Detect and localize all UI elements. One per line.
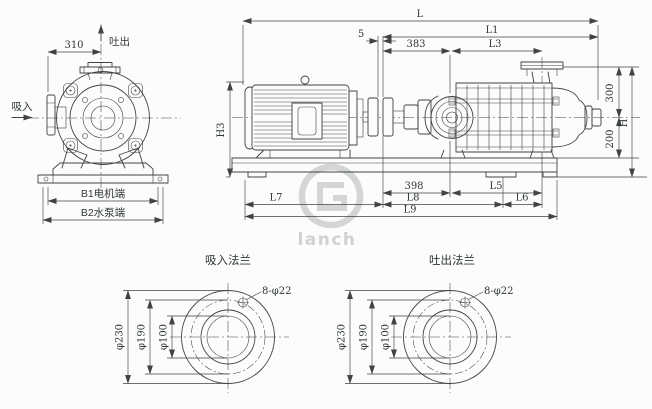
discharge-label: 吐出 bbox=[109, 35, 130, 48]
side-dim-L1: L1 bbox=[377, 25, 599, 97]
suction-dim-bore-label: φ100 bbox=[159, 324, 170, 350]
side-dim-L8: L8 bbox=[382, 193, 504, 208]
dim-L1-label: L1 bbox=[485, 25, 498, 36]
discharge-branch bbox=[520, 57, 564, 84]
suction-dim-outer-label: φ230 bbox=[115, 324, 126, 350]
front-dim-310: 310 bbox=[47, 40, 102, 92]
dim-5-label: 5 bbox=[358, 29, 364, 40]
front-suction-flange bbox=[46, 94, 67, 136]
discharge-dim-bolt-circle: φ190 bbox=[359, 299, 450, 375]
discharge-direction: 吐出 bbox=[98, 24, 130, 48]
end-cover bbox=[551, 87, 588, 148]
suction-bolt-note-label: 8-φ22 bbox=[262, 286, 291, 297]
discharge-dim-bore-label: φ100 bbox=[381, 324, 392, 350]
front-support-legs bbox=[37, 147, 169, 184]
suction-flange-view: 吸入法兰 8-φ22 φ230 φ190 φ100 bbox=[115, 253, 291, 393]
motor bbox=[244, 75, 364, 159]
suction-dim-bolt-circle: φ190 bbox=[137, 299, 228, 375]
side-dim-L6: L6 bbox=[502, 193, 543, 208]
front-dim-b2: B2水泵端 bbox=[42, 187, 164, 224]
dim-b1-label: B1电机端 bbox=[81, 187, 126, 200]
dim-H3-label: H3 bbox=[216, 122, 227, 137]
dim-383-label: 383 bbox=[406, 39, 425, 50]
discharge-flange-view: 吐出法兰 8-φ22 φ230 φ190 φ100 bbox=[337, 253, 513, 393]
watermark-circle bbox=[298, 163, 364, 229]
watermark-logo: lanch bbox=[297, 163, 364, 250]
dim-L9-label: L9 bbox=[403, 205, 416, 216]
suction-dim-outer: φ230 bbox=[115, 290, 228, 384]
side-view: L L1 5 383 L3 H3 bbox=[216, 9, 647, 220]
dim-L-label: L bbox=[417, 9, 424, 20]
suction-direction: 吸入 bbox=[12, 101, 33, 121]
side-dim-200: 200 bbox=[557, 117, 639, 159]
discharge-dim-bolt-circle-label: φ190 bbox=[359, 324, 370, 350]
watermark-glyph bbox=[317, 182, 347, 211]
discharge-flange-bolt-hole: 8-φ22 bbox=[459, 286, 513, 309]
dim-H-label: H bbox=[619, 118, 630, 127]
dim-L3-label: L3 bbox=[488, 39, 501, 50]
stage-stack bbox=[455, 82, 553, 153]
dim-310-label: 310 bbox=[64, 40, 83, 51]
side-dim-L7: L7 bbox=[244, 193, 384, 208]
dim-L7-label: L7 bbox=[269, 193, 282, 204]
front-discharge-flange bbox=[79, 62, 121, 81]
side-dim-L9: L9 bbox=[244, 205, 558, 220]
front-dim-b1: B1电机端 bbox=[47, 187, 159, 205]
dim-L8-label: L8 bbox=[406, 193, 419, 204]
discharge-flange-title: 吐出法兰 bbox=[429, 253, 475, 267]
dim-398-label: 398 bbox=[404, 181, 423, 192]
front-casing-lugs bbox=[63, 83, 143, 153]
suction-label: 吸入 bbox=[12, 101, 33, 113]
side-dim-L5: L5 bbox=[451, 181, 543, 196]
suction-dim-bolt-circle-label: φ190 bbox=[137, 324, 148, 350]
pump bbox=[424, 57, 602, 159]
side-dim-5: 5 bbox=[358, 29, 396, 44]
suction-flange-bolt-hole: 8-φ22 bbox=[237, 286, 291, 309]
side-dim-383: 383 bbox=[382, 39, 451, 93]
discharge-dim-outer: φ230 bbox=[337, 290, 450, 384]
coupling bbox=[362, 97, 432, 137]
side-dim-300: 300 bbox=[563, 66, 639, 118]
bearing-housing bbox=[424, 95, 439, 140]
dim-300-label: 300 bbox=[605, 83, 616, 102]
front-view: 310 吐出 吸入 B1电机端 B2水泵端 bbox=[12, 24, 181, 224]
discharge-bolt-note-label: 8-φ22 bbox=[484, 286, 513, 297]
tie-rods bbox=[450, 98, 558, 136]
side-dim-H3: H3 bbox=[216, 81, 244, 178]
dim-200-label: 200 bbox=[605, 129, 616, 148]
dim-L6-label: L6 bbox=[515, 193, 528, 204]
discharge-dim-outer-label: φ230 bbox=[337, 324, 348, 350]
baseplate bbox=[231, 157, 558, 178]
side-dim-L3: L3 bbox=[451, 39, 543, 54]
pump-foot-front bbox=[440, 149, 466, 159]
side-dim-H: H bbox=[557, 66, 647, 178]
motor-lifting-eye bbox=[300, 75, 310, 85]
watermark-text: lanch bbox=[297, 230, 356, 250]
side-dim-398: 398 bbox=[382, 181, 451, 196]
suction-flange-title: 吸入法兰 bbox=[205, 253, 251, 267]
discharge-dim-bore: φ100 bbox=[381, 315, 450, 359]
dim-b2-label: B2水泵端 bbox=[81, 206, 126, 219]
suction-dim-bore: φ100 bbox=[159, 315, 228, 359]
dim-L5-label: L5 bbox=[489, 181, 502, 192]
front-casing bbox=[56, 71, 150, 165]
